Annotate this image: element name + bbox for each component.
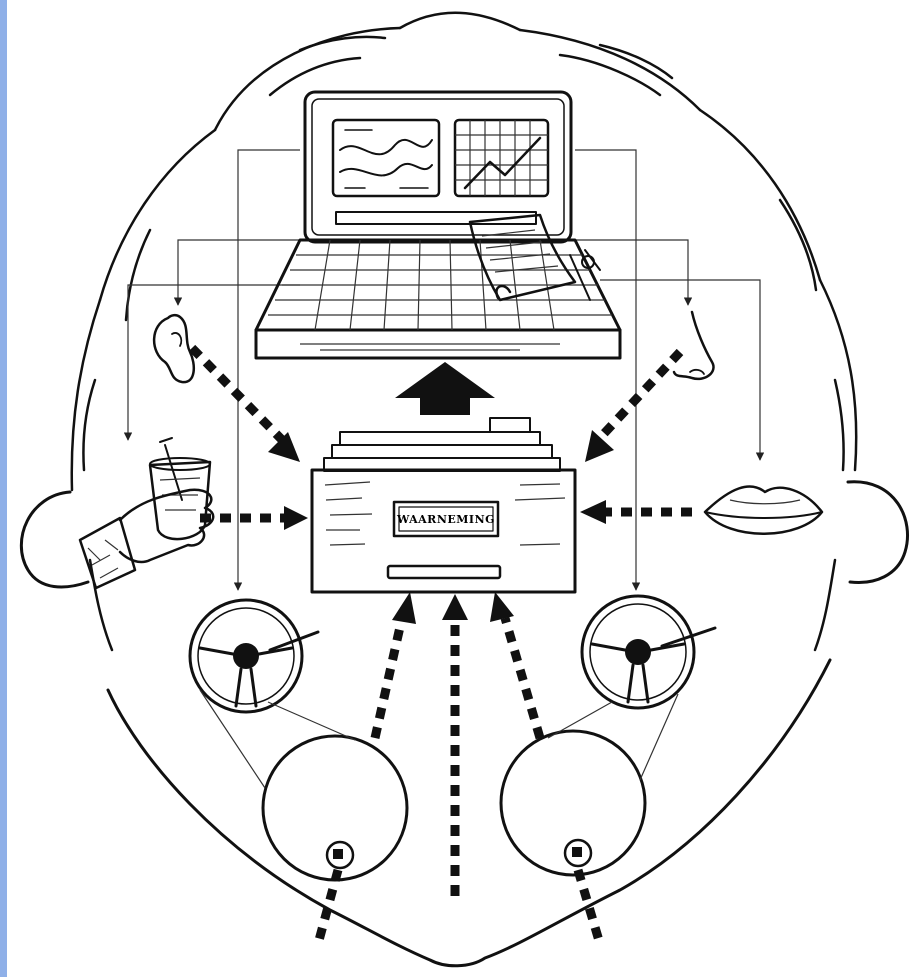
hand-with-glass-icon bbox=[80, 438, 213, 588]
eye-icon bbox=[200, 690, 407, 880]
lips-icon bbox=[705, 486, 822, 533]
up-arrow-icon bbox=[395, 362, 495, 415]
steering-wheel-icon bbox=[190, 600, 318, 712]
file-cabinet-icon: WAARNEMING bbox=[312, 418, 575, 592]
head-outline-icon bbox=[21, 482, 907, 966]
keyboard-icon bbox=[256, 240, 620, 358]
printout-paper-icon bbox=[470, 215, 575, 300]
dashed-input-arrows bbox=[192, 348, 692, 944]
nose-icon bbox=[674, 312, 714, 379]
drawer-label: WAARNEMING bbox=[396, 513, 495, 526]
ear-icon bbox=[154, 315, 194, 382]
computer-icon bbox=[256, 92, 620, 358]
monitor-icon bbox=[333, 120, 548, 196]
steering-wheel-icon bbox=[582, 596, 715, 708]
eye-icon bbox=[501, 694, 678, 875]
